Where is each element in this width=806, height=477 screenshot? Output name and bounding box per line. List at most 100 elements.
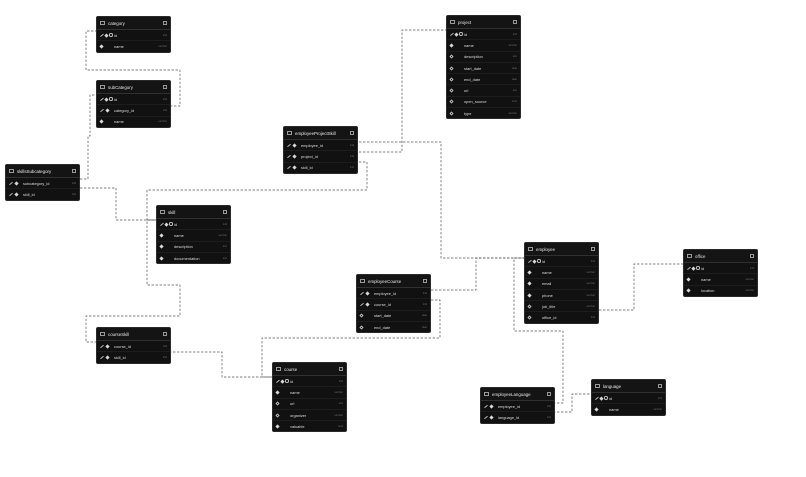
nullable-icon bbox=[275, 412, 280, 418]
external-link-icon[interactable] bbox=[423, 279, 427, 283]
external-link-icon[interactable] bbox=[163, 85, 167, 89]
external-link-icon[interactable] bbox=[513, 20, 517, 24]
external-link-icon[interactable] bbox=[750, 254, 754, 258]
table-header[interactable]: language bbox=[592, 380, 665, 393]
table-header[interactable]: course bbox=[273, 363, 346, 376]
field-type: int4 bbox=[657, 396, 662, 400]
field-name: id bbox=[701, 265, 705, 271]
table-header[interactable]: employeeCourse bbox=[357, 275, 430, 288]
external-link-icon[interactable] bbox=[72, 169, 76, 173]
external-link-icon[interactable] bbox=[350, 131, 354, 135]
foreign-key-icon bbox=[100, 108, 104, 113]
external-link-icon[interactable] bbox=[163, 332, 167, 336]
external-link-icon[interactable] bbox=[163, 21, 167, 25]
table-header[interactable]: office bbox=[684, 250, 757, 263]
table-header[interactable]: skillsSubcategory bbox=[6, 165, 79, 178]
foreign-key-icon bbox=[287, 143, 291, 147]
external-link-icon[interactable] bbox=[591, 247, 595, 251]
table-header[interactable]: courseSkill bbox=[97, 328, 170, 341]
table-header[interactable]: project bbox=[447, 16, 520, 29]
field-type: text bbox=[222, 245, 227, 249]
external-link-icon[interactable] bbox=[547, 392, 551, 396]
field-name: valuable bbox=[290, 423, 305, 429]
table-name: project bbox=[458, 19, 472, 25]
table-header[interactable]: subCategory bbox=[97, 81, 170, 94]
fingerprint-icon bbox=[604, 396, 608, 400]
table-header[interactable]: category bbox=[97, 17, 170, 30]
table-header[interactable]: employee bbox=[525, 243, 598, 256]
external-link-icon[interactable] bbox=[658, 384, 662, 388]
table-name: employeeLanguage bbox=[492, 391, 531, 397]
field-type: int4 bbox=[590, 259, 595, 263]
external-link-icon[interactable] bbox=[339, 367, 343, 371]
table-header[interactable]: employeeProjectSkill bbox=[284, 127, 357, 140]
table-name: employee bbox=[536, 246, 556, 252]
external-link-icon[interactable] bbox=[223, 210, 227, 214]
table-header[interactable]: skill bbox=[157, 206, 230, 219]
field-name: phone bbox=[542, 292, 553, 298]
table-header[interactable]: employeeLanguage bbox=[481, 388, 554, 401]
nullable-icon bbox=[449, 111, 454, 116]
not-null-icon bbox=[275, 390, 280, 395]
